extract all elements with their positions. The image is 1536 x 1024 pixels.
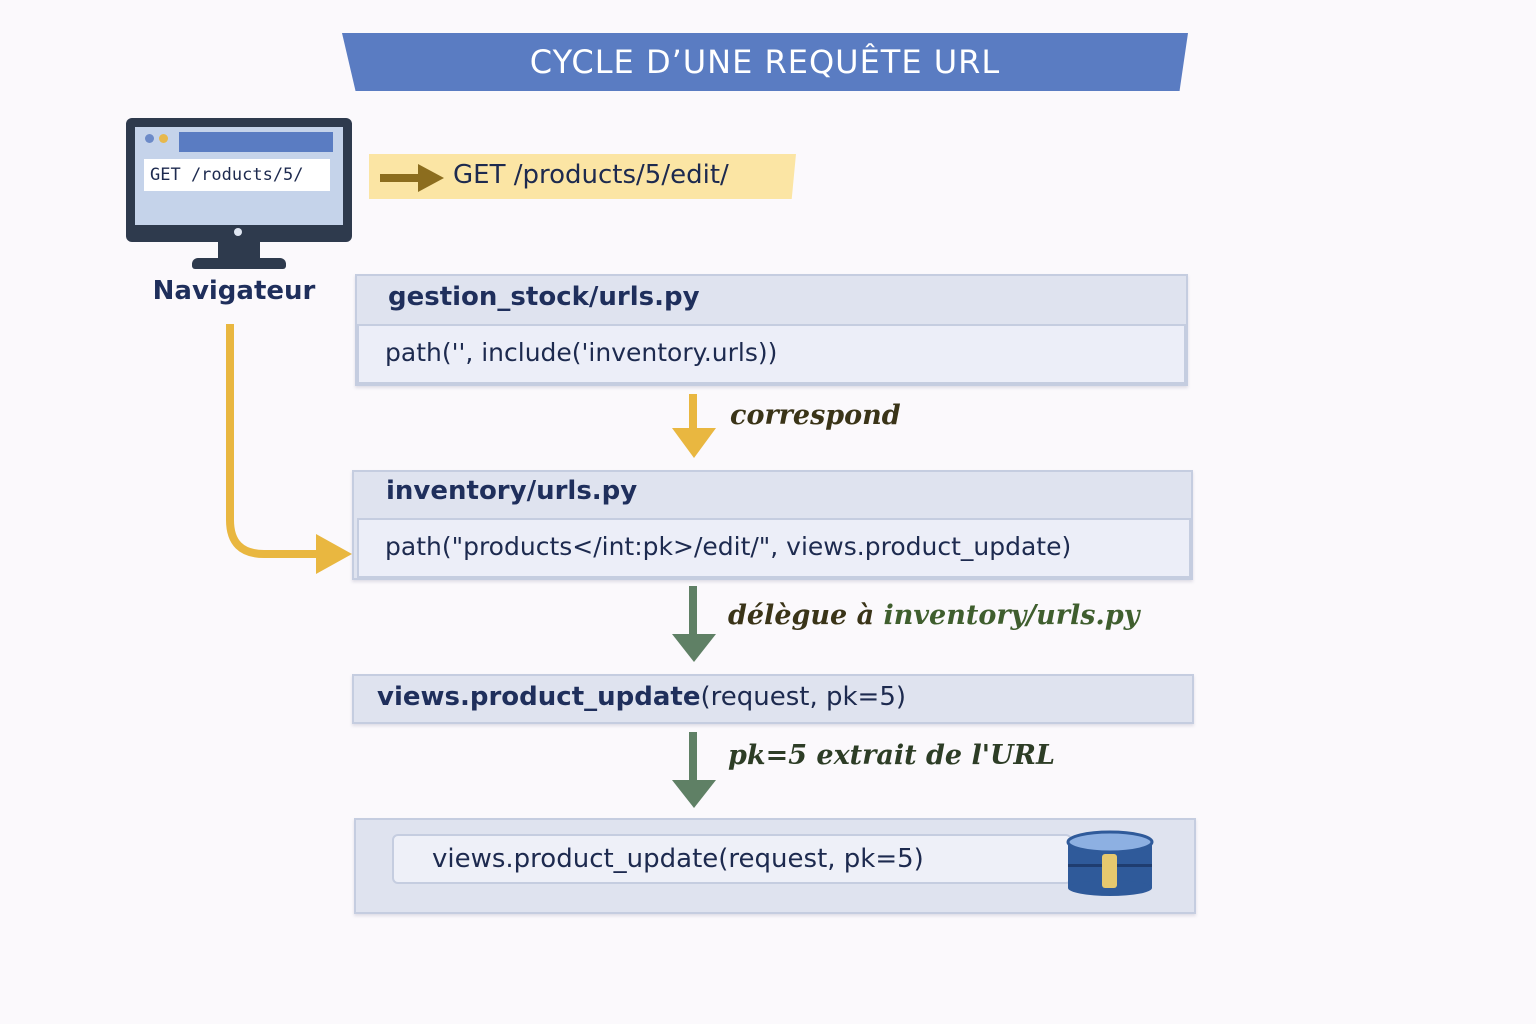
step-label-delegate: délègue à inventory/urls.py: [728, 600, 1139, 631]
arrow-right-icon: [380, 164, 444, 192]
app-urls-code: path("products</int:pk>/edit/", views.pr…: [385, 532, 1072, 561]
window-dot-blue: [145, 134, 154, 143]
address-bar: [179, 132, 333, 152]
step-label-pk-extract: pk=5 extrait de l'URL: [728, 740, 1055, 771]
app-urls-box: inventory/urls.py path("products</int:pk…: [352, 470, 1193, 580]
project-urls-box: gestion_stock/urls.py path('', include('…: [355, 274, 1188, 386]
browser-url-text: GET /roducts/5/: [144, 159, 330, 191]
monitor-stand: [218, 242, 260, 260]
monitor-icon: GET /roducts/5/: [126, 118, 352, 242]
app-urls-code-panel: path("products</int:pk>/edit/", views.pr…: [357, 518, 1191, 578]
browser-screen: GET /roducts/5/: [135, 127, 343, 225]
browser-to-app-urls-arrow: [226, 324, 352, 574]
request-text: GET /products/5/edit/: [453, 160, 729, 190]
final-view-code: views.product_update(request, pk=5): [432, 844, 924, 874]
arrow-down-icon: [672, 394, 716, 458]
monitor-base: [192, 258, 286, 269]
diagram-title: CYCLE D’UNE REQUÊTE URL: [529, 43, 1001, 81]
step-label-delegate-target: inventory/urls.py: [883, 600, 1140, 631]
step-label-delegate-verb: délègue à: [728, 600, 884, 631]
project-urls-code-panel: path('', include('inventory.urls)): [357, 324, 1186, 384]
view-call-args: (request, pk=5): [700, 682, 907, 712]
step-label-correspond: correspond: [730, 400, 901, 431]
arrow-down-icon: [672, 586, 716, 662]
arrow-down-icon: [672, 732, 716, 808]
view-call-box: views.product_update(request, pk=5): [352, 674, 1194, 724]
title-banner: CYCLE D’UNE REQUÊTE URL: [342, 33, 1188, 91]
database-icon: [1066, 830, 1154, 896]
final-view-code-panel: views.product_update(request, pk=5): [392, 834, 1072, 884]
window-dot-yellow: [159, 134, 168, 143]
view-call-text: views.product_update(request, pk=5): [377, 682, 906, 712]
app-urls-title: inventory/urls.py: [386, 476, 638, 506]
browser-label: Navigateur: [152, 276, 316, 306]
power-light: [234, 228, 242, 236]
final-view-box: views.product_update(request, pk=5): [354, 818, 1196, 914]
view-call-func: views.product_update: [377, 682, 701, 712]
step-label-delegate-text: délègue à inventory/urls.py: [728, 600, 1139, 631]
project-urls-code: path('', include('inventory.urls)): [385, 338, 778, 367]
project-urls-title: gestion_stock/urls.py: [388, 282, 700, 312]
